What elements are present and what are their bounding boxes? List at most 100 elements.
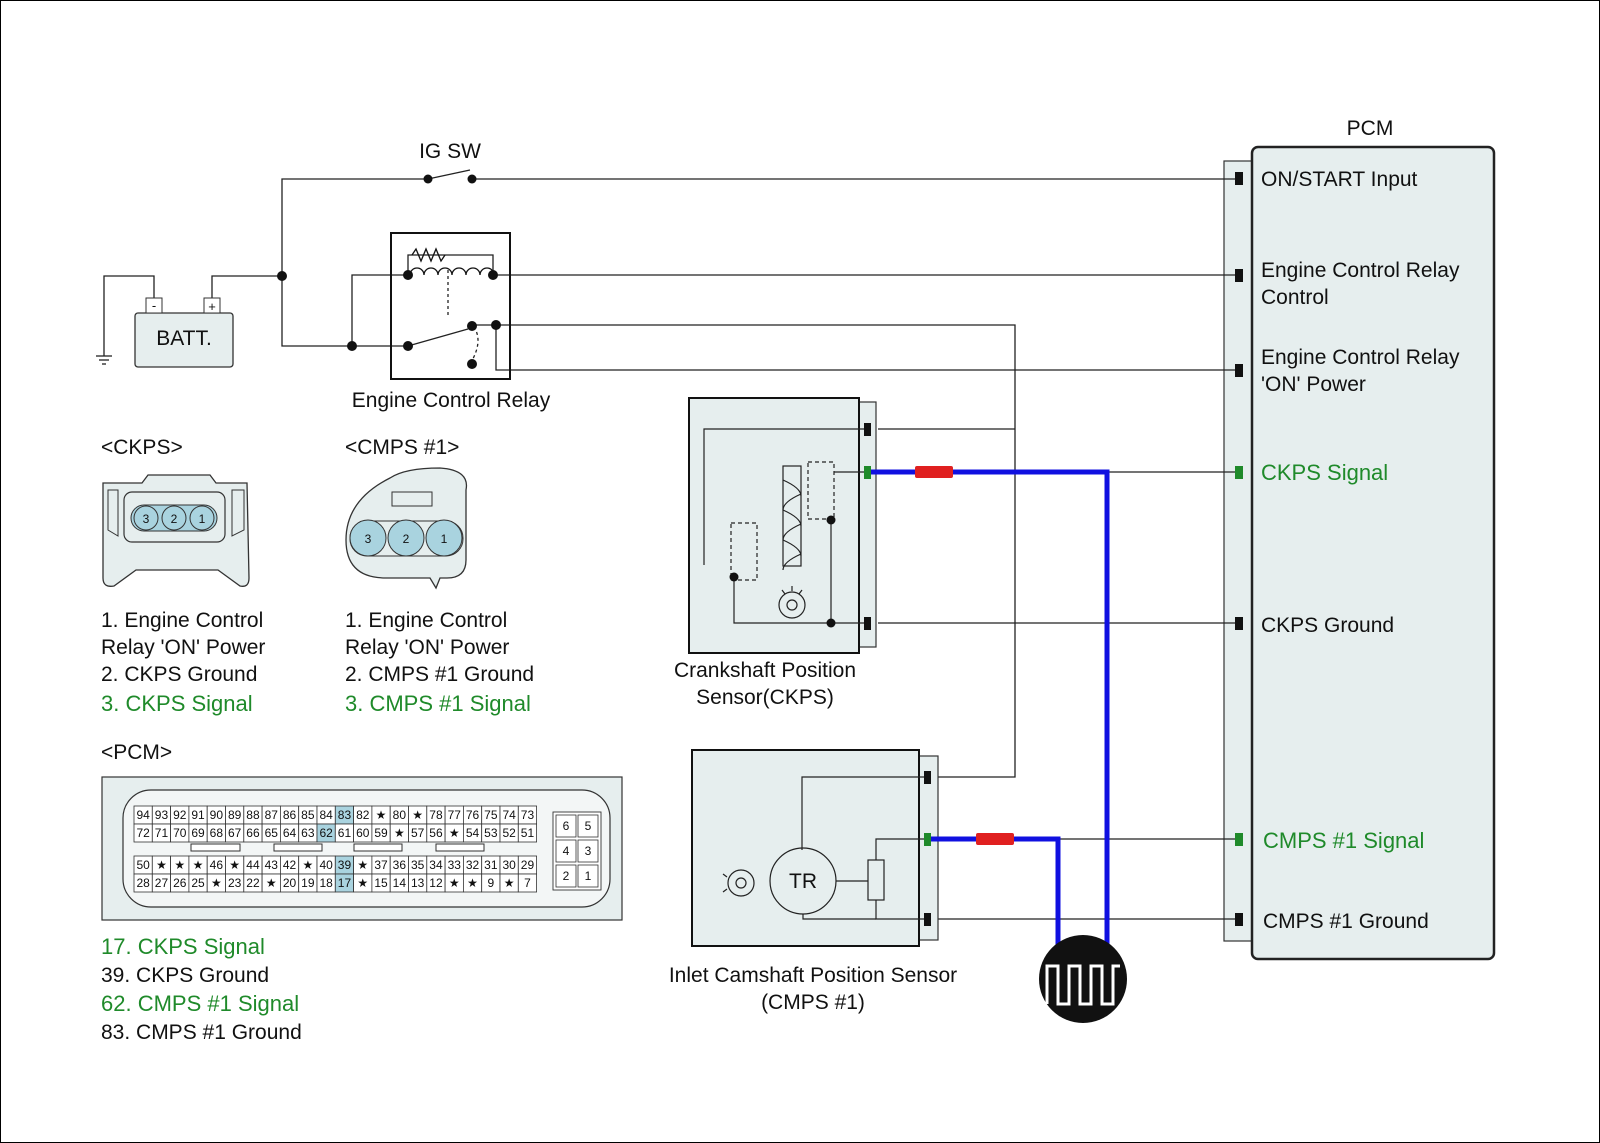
pcm-pin-cell (517, 873, 537, 893)
pcm-pin-number: 88 (246, 808, 260, 822)
pcm-pin-number: 61 (338, 826, 352, 840)
pcm-pin-number: 52 (502, 826, 516, 840)
pcm-pin-number: ★ (449, 826, 460, 840)
pcm-pin-number: 74 (502, 808, 516, 822)
cmps-connector-title: <CMPS #1> (345, 436, 459, 459)
pcm-pin-number: ★ (357, 876, 368, 890)
pcm-pin-number: 50 (136, 858, 150, 872)
pcm-pin-number: 56 (429, 826, 443, 840)
pcm-pin-number: 77 (448, 808, 462, 822)
pcm-pin-number: 37 (374, 858, 388, 872)
pcm-pin-number: 51 (521, 826, 535, 840)
pcm-pin-number: 86 (283, 808, 297, 822)
cmps-legend-4: 3. CMPS #1 Signal (345, 691, 531, 716)
ckps-pin-2: 2 (171, 512, 178, 526)
pcm-pin-number: 62 (319, 826, 333, 840)
pcm-pin-number: 73 (521, 808, 535, 822)
pcm-pin-number: 94 (136, 808, 150, 822)
pcm-small-pin-cell (577, 839, 599, 863)
engine-control-relay: Engine Control Relay (352, 232, 551, 412)
pcm-pin-number: 17 (338, 876, 352, 890)
pcm-pin-number: 66 (246, 826, 260, 840)
pcm-pin-number: 76 (466, 808, 480, 822)
cmps-pin-3: 3 (365, 532, 372, 546)
pcm-pin-number: ★ (302, 858, 313, 872)
pcm-small-pin-number: 6 (563, 819, 570, 833)
ckps-connector-title: <CKPS> (101, 436, 183, 459)
pcm-pin-number: ★ (156, 858, 167, 872)
ckps-connector: <CKPS> 3 2 1 1. Engine Control Relay 'ON… (101, 436, 265, 716)
pcm-small-pin-number: 2 (563, 869, 570, 883)
ckps-sensor-label-1: Crankshaft Position (674, 659, 856, 682)
pcm-pin-number: 87 (265, 808, 279, 822)
pcm-pin-number: ★ (174, 858, 185, 872)
pcm-pin-number: 75 (484, 808, 498, 822)
pcm-pin-number: 44 (246, 858, 260, 872)
pcm-pin-number: 34 (429, 858, 443, 872)
cmps-sensor-label-2: (CMPS #1) (761, 991, 865, 1014)
pcm-pin-number: 27 (155, 876, 169, 890)
pcm-pin-number: 78 (429, 808, 443, 822)
pcm-pin-number: ★ (211, 876, 222, 890)
pcm-pin-number: 39 (338, 858, 352, 872)
pcm-pin-number: 83 (338, 808, 352, 822)
cmps-sensor-label-1: Inlet Camshaft Position Sensor (669, 964, 957, 987)
pcm-pin-relay-control-2: Control (1261, 286, 1329, 309)
wires (96, 169, 1235, 920)
pcm-small-pin-number: 5 (585, 819, 592, 833)
pcm-pin-number: 65 (265, 826, 279, 840)
pcm-pin-number: 72 (136, 826, 150, 840)
pcm-pin-number: 43 (265, 858, 279, 872)
pcm-pin-number: 28 (136, 876, 150, 890)
pcm-pin-cmps-signal: CMPS #1 Signal (1263, 828, 1424, 853)
pcm-pin-number: 32 (466, 858, 480, 872)
pcm-pin-number: ★ (449, 876, 460, 890)
pcm-pin-number: 68 (210, 826, 224, 840)
pcm-connector-title: <PCM> (101, 741, 172, 764)
pcm-pin-number: 14 (393, 876, 407, 890)
pcm-pin-number: 85 (301, 808, 315, 822)
battery-neg-terminal: - (152, 298, 156, 313)
pcm-pin-number: ★ (504, 876, 515, 890)
junction-dots (277, 270, 501, 369)
pcm-pin-number: 12 (429, 876, 443, 890)
pcm-pin-number: 25 (191, 876, 205, 890)
pcm-pin-number: 13 (411, 876, 425, 890)
pcm-small-pin-number: 1 (585, 869, 592, 883)
ckps-legend-2: Relay 'ON' Power (101, 636, 265, 659)
pcm-pin-number: 63 (301, 826, 315, 840)
pcm-pin-number: 23 (228, 876, 242, 890)
pcm-pin-relay-control-1: Engine Control Relay (1261, 259, 1460, 282)
cmps-tr-label: TR (789, 870, 817, 893)
cmps-pin-2: 2 (403, 532, 410, 546)
pcm-block: PCM ON/START Input Engine Control Relay … (1223, 117, 1496, 961)
pcm-pin-number: ★ (357, 858, 368, 872)
cmps-probe-clip (976, 833, 1014, 845)
pcm-small-pin-number: 4 (563, 844, 570, 858)
pcm-pin-number: 92 (173, 808, 187, 822)
pcm-pin-number: 18 (319, 876, 333, 890)
pcm-pin-number: ★ (266, 876, 277, 890)
pcm-pin-number: 22 (246, 876, 260, 890)
ckps-legend-3: 2. CKPS Ground (101, 663, 257, 686)
pcm-pin-number: 15 (374, 876, 388, 890)
pcm-pin-number: ★ (229, 858, 240, 872)
pcm-pin-number: 84 (319, 808, 333, 822)
pcm-pin-number: 53 (484, 826, 498, 840)
battery-label: BATT. (156, 327, 212, 350)
ckps-sensor-label-2: Sensor(CKPS) (696, 686, 834, 709)
cmps-legend-3: 2. CMPS #1 Ground (345, 663, 534, 686)
pcm-pin-number: ★ (376, 808, 387, 822)
pcm-pin-number: 91 (191, 808, 205, 822)
ig-sw-label: IG SW (419, 140, 481, 163)
pcm-pin-number: 70 (173, 826, 187, 840)
pcm-pin-number: 35 (411, 858, 425, 872)
battery-pos-terminal: + (208, 299, 216, 314)
pcm-pin-number: 7 (524, 876, 531, 890)
pcm-pin-number: 9 (488, 876, 495, 890)
pcm-pin-number: 71 (155, 826, 169, 840)
pcm-legend-17: 17. CKPS Signal (101, 934, 265, 959)
pcm-pin-number: 54 (466, 826, 480, 840)
